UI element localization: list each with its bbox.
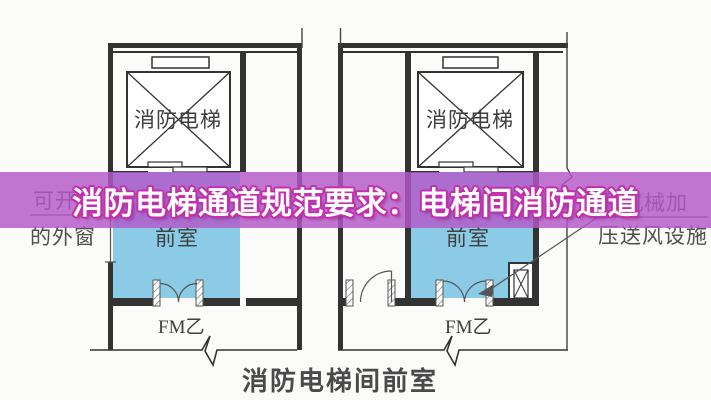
left-door-jamb-2 — [195, 279, 204, 307]
right-counterweight — [442, 56, 499, 69]
left-lobby-bottom-wall-1 — [113, 298, 153, 306]
fan-note-leader-line — [487, 216, 599, 292]
fan-note-line2: 压送风设施 — [598, 224, 708, 248]
headline-banner: 消防电梯通道规范要求：电梯间消防通道 — [0, 172, 711, 228]
right-fire-door-label: FM乙 — [445, 317, 491, 338]
left-door-swing-arc-2 — [177, 282, 198, 303]
left-lobby-bottom-wall-2 — [200, 298, 240, 306]
left-exterior-wall-lower — [108, 262, 113, 350]
right-door-jamb-1 — [435, 279, 444, 307]
left-exterior-wall-upper — [108, 48, 113, 200]
left-top-wall — [108, 43, 302, 48]
right-sideroom-swing-door — [343, 270, 405, 307]
right-elevator-label: 消防电梯 — [426, 108, 514, 132]
headline-banner-title: 消防电梯通道规范要求：电梯间消防通道 — [72, 185, 639, 221]
window-note-line2: 的外窗 — [30, 225, 96, 249]
fan-note-arrowhead-icon — [478, 284, 494, 297]
right-top-wall — [338, 43, 568, 48]
right-corridor-line-with-break — [338, 335, 568, 368]
left-sideroom-bottom-wall — [246, 298, 297, 306]
left-counterweight — [151, 56, 210, 69]
left-car-door-sill-1 — [147, 161, 183, 168]
right-elevator-car: 消防电梯 — [417, 71, 524, 168]
left-elevator-label: 消防电梯 — [134, 108, 222, 132]
left-elevator-car: 消防电梯 — [126, 71, 231, 168]
right-door-swing-arc-2 — [463, 280, 487, 303]
right-lobby-label: 前室 — [446, 226, 490, 250]
right-car-door-sill-1 — [438, 161, 474, 168]
left-corridor-line-with-break — [90, 335, 297, 368]
left-door-jamb-1 — [152, 279, 161, 307]
left-fire-door-label: FM乙 — [158, 317, 204, 338]
left-shaft-right-wall — [240, 52, 246, 172]
right-lobby-bottom-wall-2 — [493, 298, 533, 306]
right-lobby-bottom-wall-1 — [411, 298, 436, 306]
left-lobby-label: 前室 — [155, 226, 199, 250]
drawing-caption: 消防电梯间前室 — [242, 366, 438, 396]
